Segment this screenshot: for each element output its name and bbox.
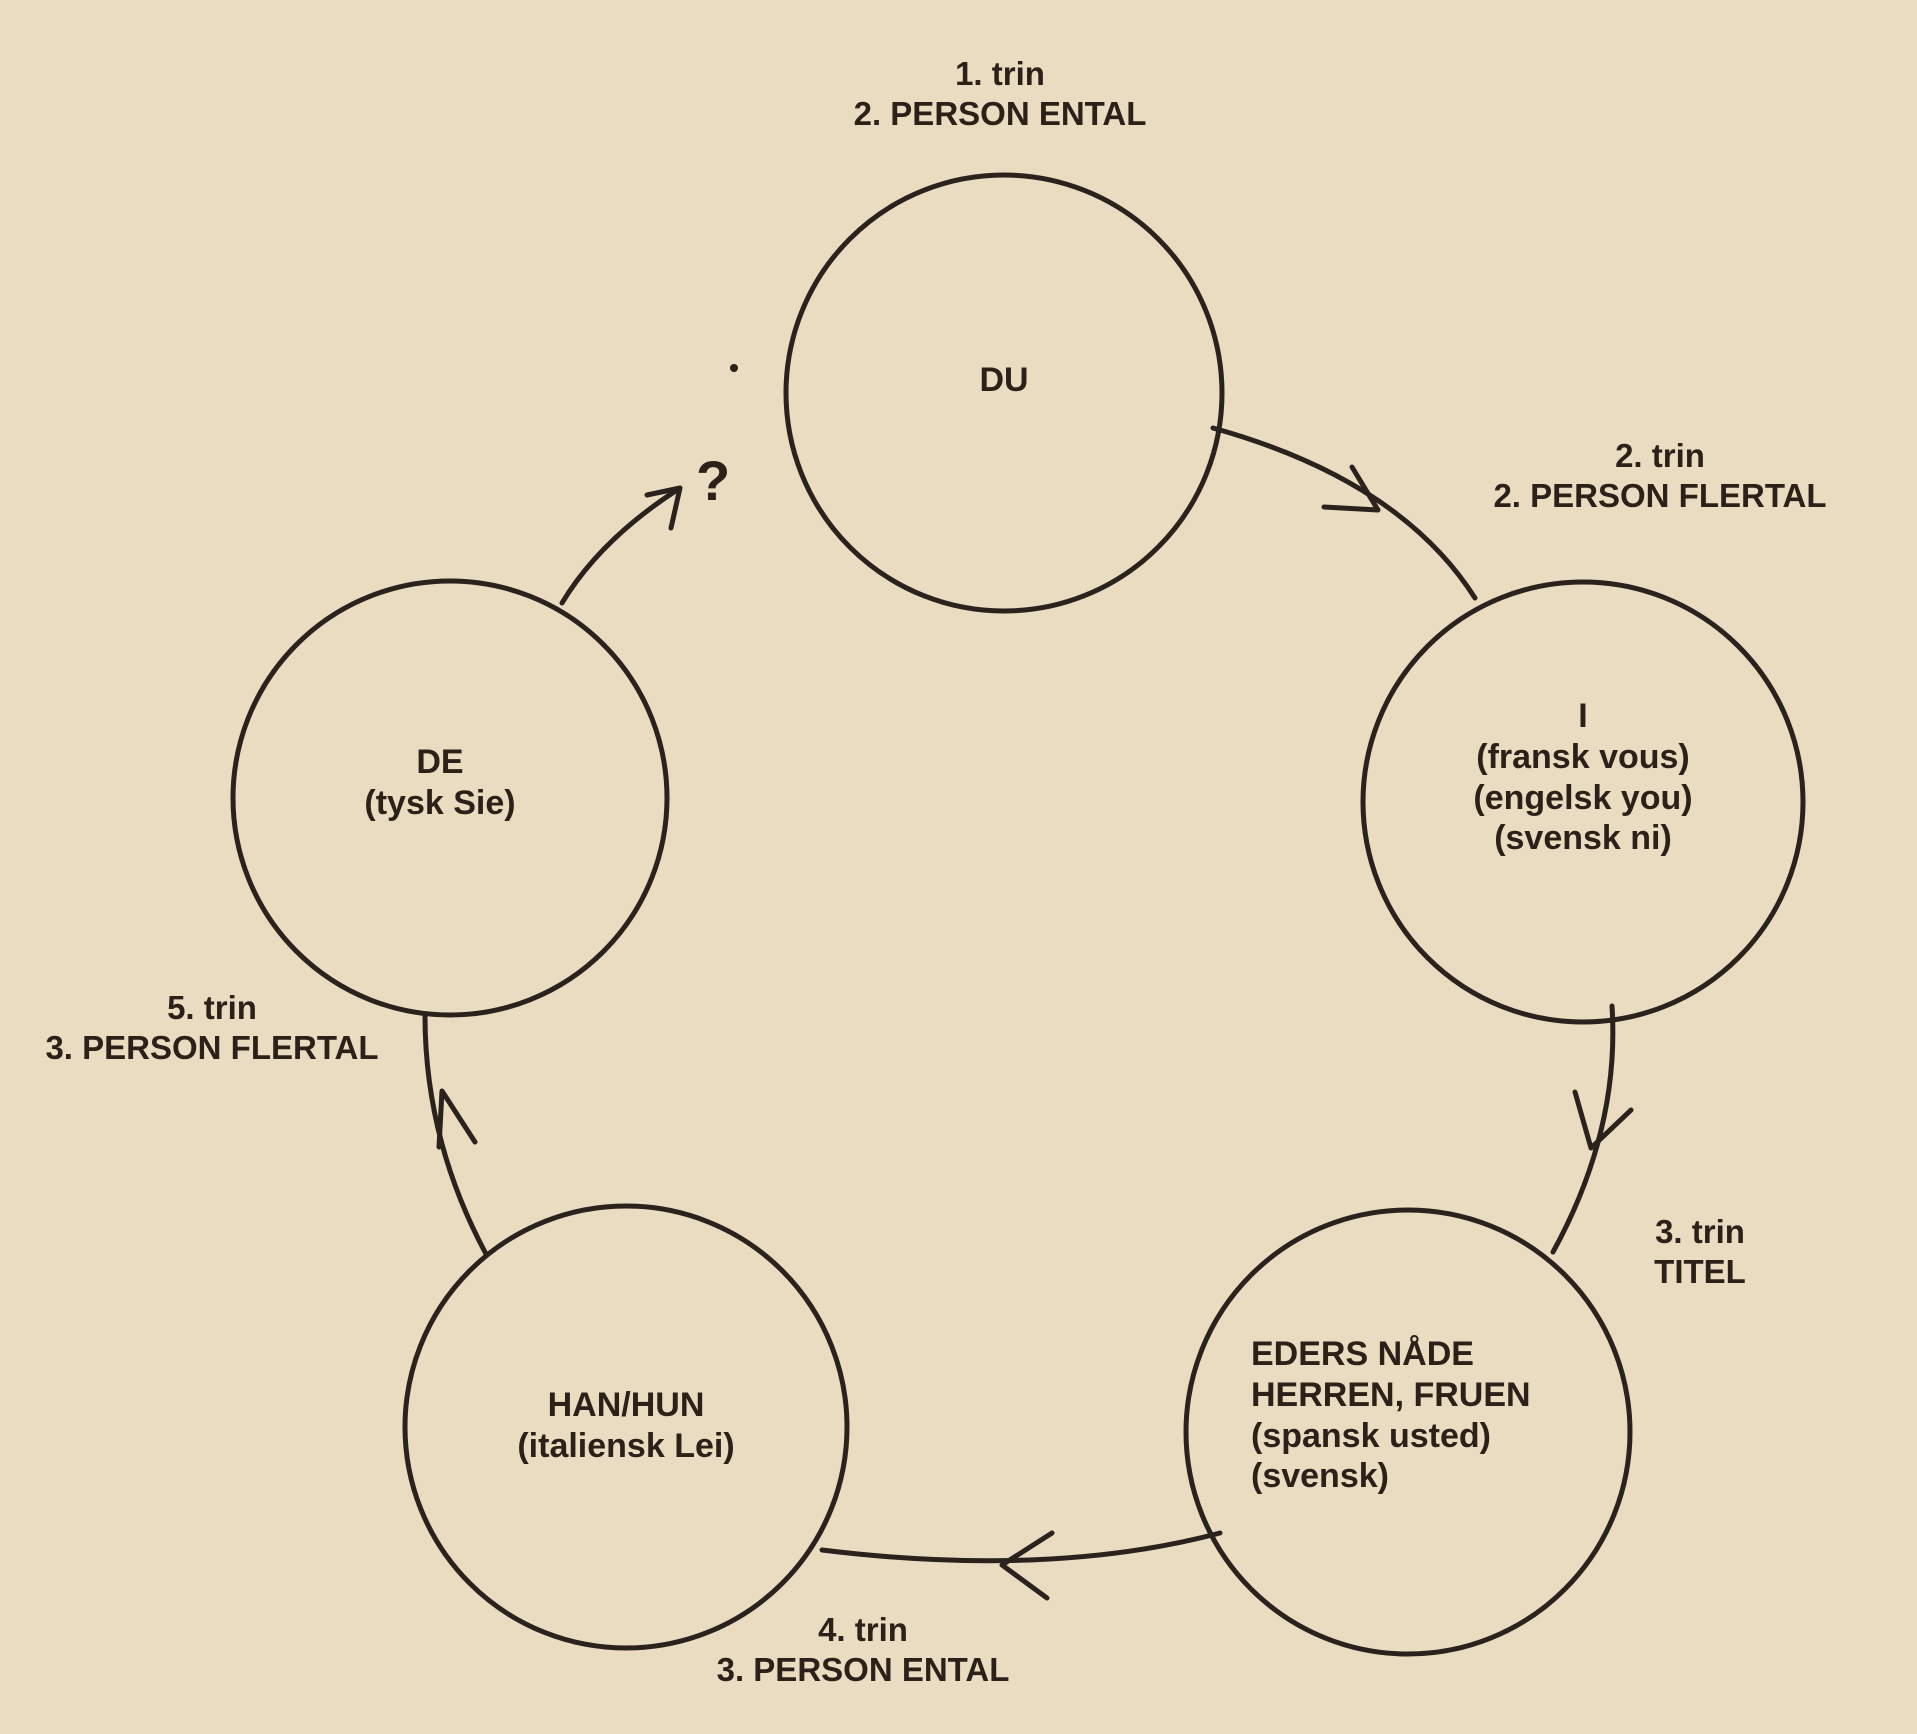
node-eders-line-3: (spansk usted) — [1251, 1416, 1491, 1455]
node-i-circle — [1360, 579, 1806, 1025]
step-3-description: TITEL — [1654, 1252, 1746, 1290]
step-4-description: 3. PERSON ENTAL — [716, 1650, 1010, 1688]
edge-du-to-i-arrowhead — [1321, 464, 1381, 513]
edge-de-to-question-arrowhead — [644, 485, 683, 531]
edge-hanhun-to-de — [422, 1013, 489, 1257]
ink-speck — [730, 364, 738, 372]
node-i-line-3: (engelsk you) — [1473, 778, 1693, 817]
step-5-label: 5. trin 3. PERSON FLERTAL — [22, 988, 402, 1067]
node-de-line-2: (tysk Sie) — [364, 783, 516, 822]
node-hanhun-line-2: (italiensk Lei) — [517, 1426, 735, 1465]
edge-i-to-eders — [1550, 1003, 1616, 1255]
edge-eders-to-hanhun-arrowhead — [999, 1530, 1055, 1601]
step-4-label: 4. trin 3. PERSON ENTAL — [683, 1610, 1043, 1689]
node-de-text: DE (tysk Sie) — [320, 742, 560, 824]
step-5-number: 5. trin — [167, 989, 257, 1026]
node-du-text: DU — [904, 360, 1104, 401]
question-mark: ? — [696, 449, 731, 512]
node-hanhun-text: HAN/HUN (italiensk Lei) — [476, 1385, 776, 1467]
step-2-description: 2. PERSON FLERTAL — [1493, 476, 1827, 514]
step-5-description: 3. PERSON FLERTAL — [45, 1028, 379, 1066]
edge-hanhun-to-de-arrowhead — [436, 1088, 478, 1150]
node-i-line-2: (fransk vous) — [1476, 737, 1690, 776]
step-1-label: 1. trin 2. PERSON ENTAL — [850, 54, 1150, 133]
node-du-circle — [783, 172, 1225, 614]
step-1-number: 1. trin — [955, 55, 1045, 92]
node-eders-text: EDERS NÅDE HERREN, FRUEN (spansk usted) … — [1251, 1334, 1581, 1497]
node-i-line-1: I — [1578, 697, 1588, 735]
step-4-number: 4. trin — [818, 1611, 908, 1648]
step-2-number: 2. trin — [1615, 437, 1705, 474]
step-1-description: 2. PERSON ENTAL — [853, 94, 1147, 132]
node-eders-line-4: (svensk) — [1251, 1457, 1389, 1496]
edge-du-to-i — [1210, 425, 1478, 601]
edge-eders-to-hanhun — [819, 1530, 1223, 1564]
node-hanhun-line-1: HAN/HUN — [547, 1386, 705, 1424]
edge-i-to-eders-arrowhead — [1572, 1089, 1634, 1151]
node-de-line-1: DE — [416, 743, 464, 781]
node-du-line-1: DU — [979, 361, 1029, 399]
edge-de-to-question — [559, 487, 680, 606]
node-de-circle — [230, 578, 670, 1018]
step-2-label: 2. trin 2. PERSON FLERTAL — [1470, 436, 1850, 515]
node-i-line-4: (svensk ni) — [1494, 819, 1672, 858]
step-3-number: 3. trin — [1655, 1213, 1745, 1250]
step-3-label: 3. trin TITEL — [1620, 1212, 1780, 1291]
node-hanhun-circle — [402, 1203, 850, 1651]
node-eders-line-2: HERREN, FRUEN — [1251, 1375, 1531, 1414]
node-eders-circle — [1183, 1207, 1633, 1657]
node-eders-line-1: EDERS NÅDE — [1251, 1335, 1474, 1373]
node-i-text: I (fransk vous) (engelsk you) (svensk ni… — [1433, 696, 1733, 859]
